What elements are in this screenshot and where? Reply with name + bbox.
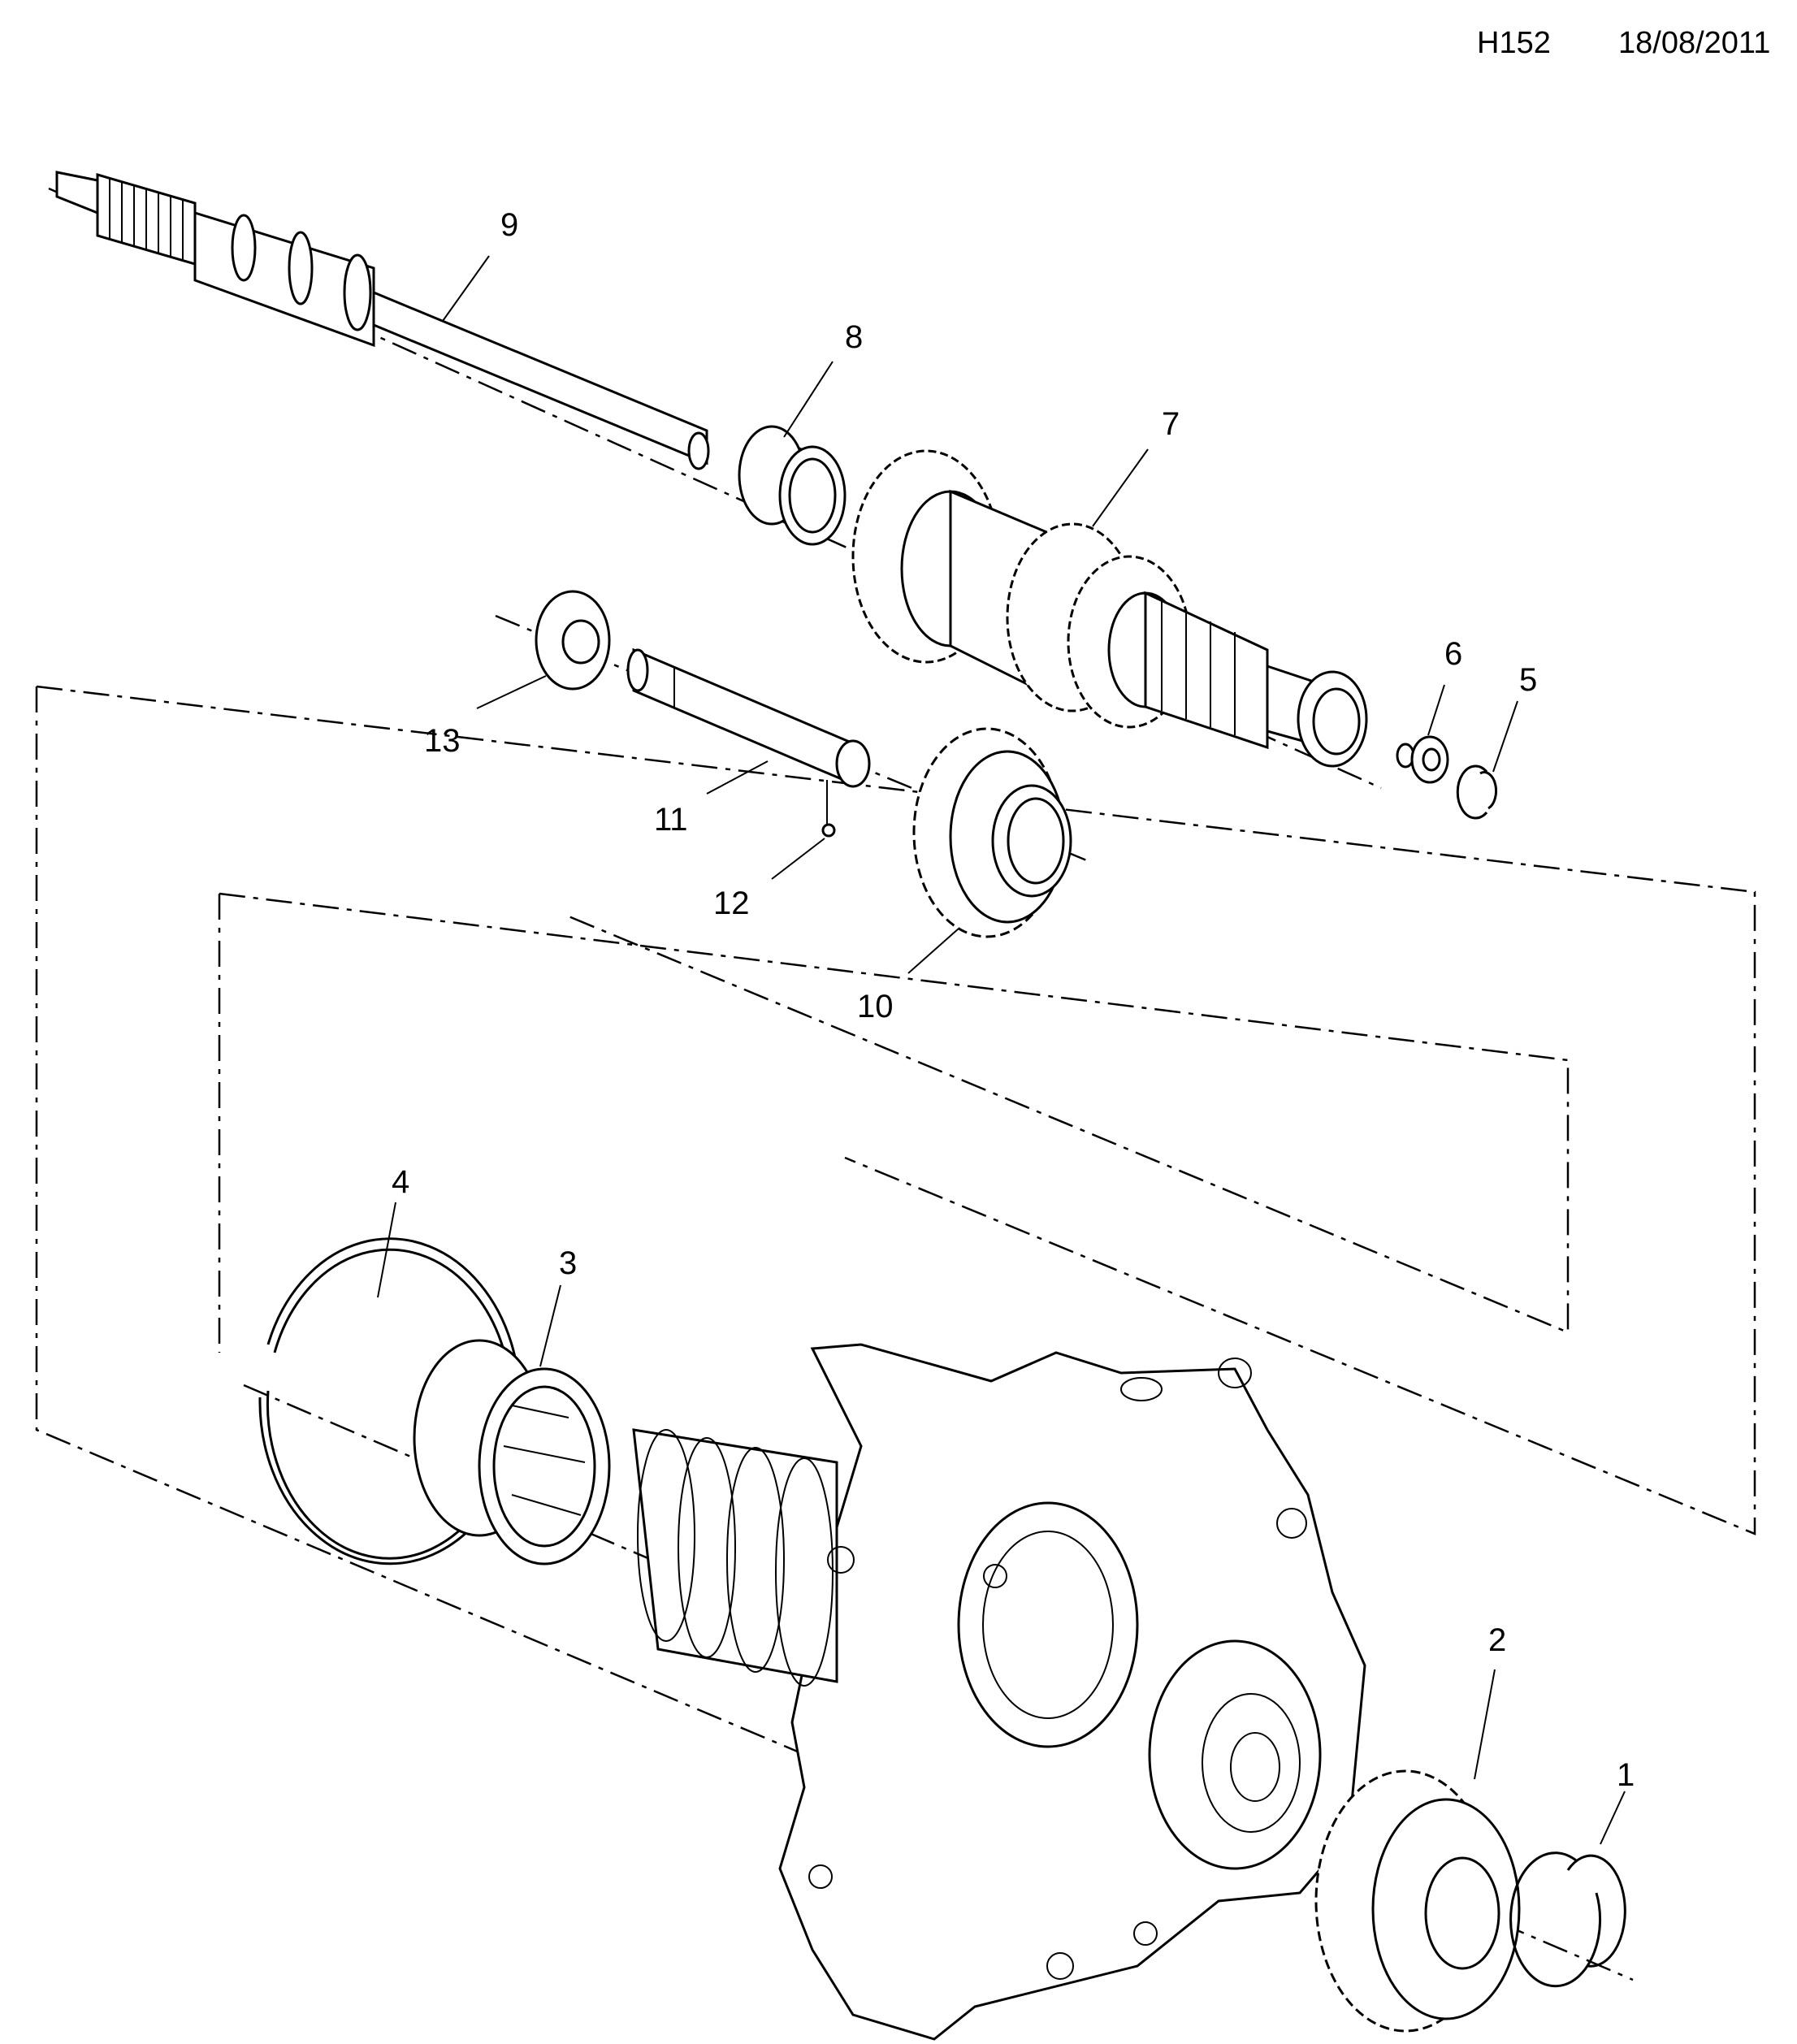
callout-3: 3	[559, 1245, 577, 1281]
callout-13: 13	[424, 723, 461, 759]
callout-4: 4	[392, 1164, 409, 1200]
part-8-needle-bearing	[738, 425, 847, 546]
callout-10: 10	[857, 989, 894, 1024]
part-3-roller-bearing	[413, 1339, 611, 1565]
callout-12: 12	[713, 886, 750, 921]
diagram-date: 18/08/2011	[1618, 26, 1771, 60]
callout-8: 8	[845, 319, 863, 355]
part-13-thrust-washer	[535, 590, 611, 691]
callout-6: 6	[1444, 636, 1462, 672]
callout-1: 1	[1617, 1757, 1635, 1793]
part-6-bolt	[1396, 735, 1449, 784]
leader-lines	[377, 255, 1626, 1845]
part-12-ball	[821, 780, 836, 838]
part-9-input-shaft	[55, 171, 710, 470]
diagram-code: H152	[1477, 26, 1551, 60]
callout-2: 2	[1488, 1622, 1506, 1658]
part-7-gear-cluster	[851, 449, 1368, 768]
part-11-shaft	[626, 647, 871, 788]
callout-7: 7	[1162, 406, 1180, 442]
part-10-gear	[912, 727, 1072, 938]
transmission-housing	[632, 1343, 1366, 2041]
callout-9: 9	[500, 207, 518, 243]
part-5-snap-ring	[1456, 764, 1498, 820]
part-1-circlip	[1509, 1851, 1626, 1988]
part-2-helical-gear	[1314, 1769, 1521, 2033]
callout-5: 5	[1519, 662, 1537, 698]
callout-labels: 1 2 3 4 5 6 7 8 9 10 11 12 13	[392, 207, 1635, 1793]
assembly-boundary-outer	[35, 685, 1756, 1763]
callout-11: 11	[654, 802, 688, 838]
assembly-boundary-inner	[218, 892, 1570, 1353]
